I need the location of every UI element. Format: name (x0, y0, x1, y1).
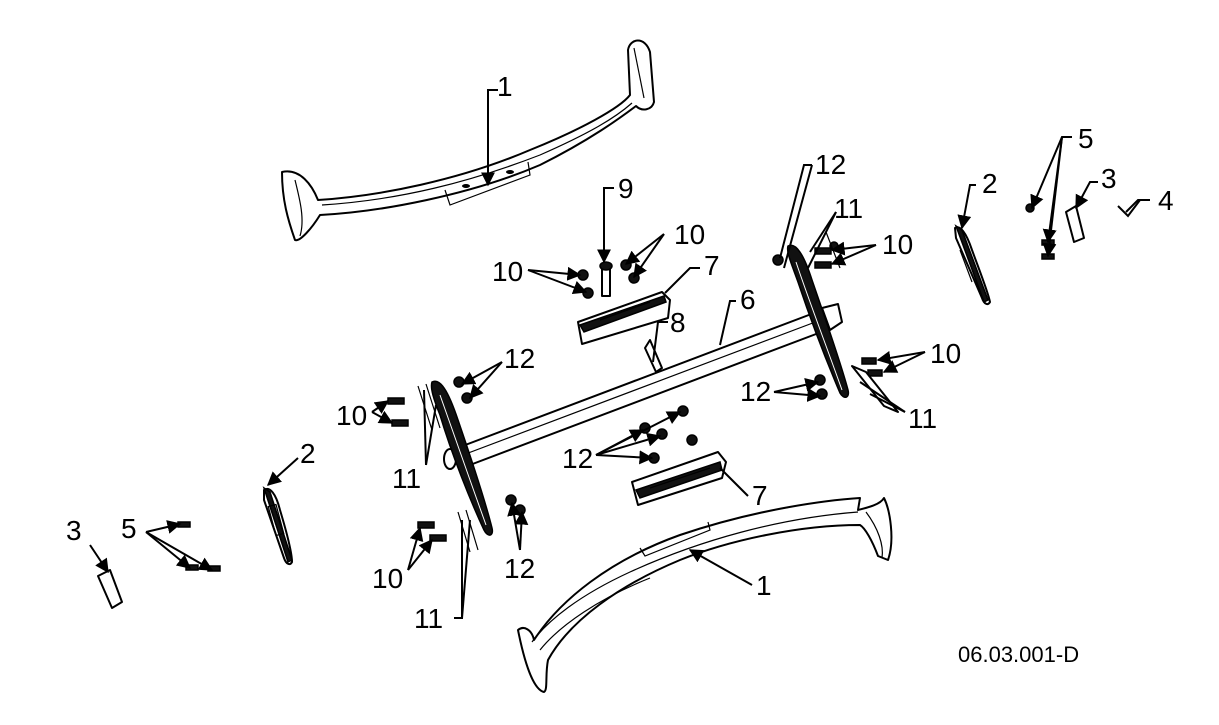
callout-7-top: 7 (704, 250, 720, 281)
callout-10-e: 10 (336, 400, 367, 431)
part-1-top-bar (281, 39, 655, 242)
part-6-shaft (443, 303, 843, 470)
callout-9: 9 (618, 173, 634, 204)
callout-2-left: 2 (300, 438, 316, 469)
part-2-right-reflector (954, 224, 991, 306)
callout-6: 6 (740, 284, 756, 315)
callout-10-c: 10 (882, 229, 913, 260)
part-7-top-block (577, 291, 671, 345)
callout-3-right: 3 (1101, 163, 1117, 194)
part-1-bottom-bar (517, 497, 893, 693)
callout-7-bottom: 7 (752, 480, 768, 511)
callout-12-d: 12 (562, 443, 593, 474)
callout-12-b: 12 (504, 343, 535, 374)
callout-2-right: 2 (982, 168, 998, 199)
callout-11-a: 11 (834, 193, 863, 224)
part-7-bottom-block (631, 451, 727, 506)
drawing-code: 06.03.001-D (958, 642, 1079, 667)
part-4-hook (1117, 199, 1141, 218)
part-3-left-clip (97, 569, 123, 609)
part-2-left-reflector (262, 486, 293, 566)
callout-11-b: 11 (908, 403, 937, 434)
callout-1-top: 1 (497, 71, 513, 102)
part-3-right-clip (1065, 205, 1085, 243)
callout-10-a: 10 (674, 219, 705, 250)
callout-8: 8 (670, 307, 686, 338)
callout-5-right: 5 (1078, 123, 1094, 154)
callout-4: 4 (1158, 185, 1174, 216)
callout-10-b: 10 (492, 256, 523, 287)
callout-11-d: 11 (414, 603, 443, 634)
callout-12-c: 12 (740, 376, 771, 407)
callout-5-left: 5 (121, 513, 137, 544)
side-plate-right (786, 244, 850, 398)
callout-12-e: 12 (504, 553, 535, 584)
side-plate-left (430, 380, 494, 536)
callout-labels: 1 1 2 2 3 3 4 5 5 6 7 7 8 9 10 10 10 10 … (66, 71, 1174, 634)
callout-12-a: 12 (815, 149, 846, 180)
callout-1-bottom: 1 (756, 570, 772, 601)
callout-11-c: 11 (392, 463, 421, 494)
callout-3-left: 3 (66, 515, 82, 546)
callout-10-f: 10 (372, 563, 403, 594)
callout-10-d: 10 (930, 338, 961, 369)
part-9-bolt (599, 261, 613, 297)
leader-lines (89, 89, 1150, 619)
